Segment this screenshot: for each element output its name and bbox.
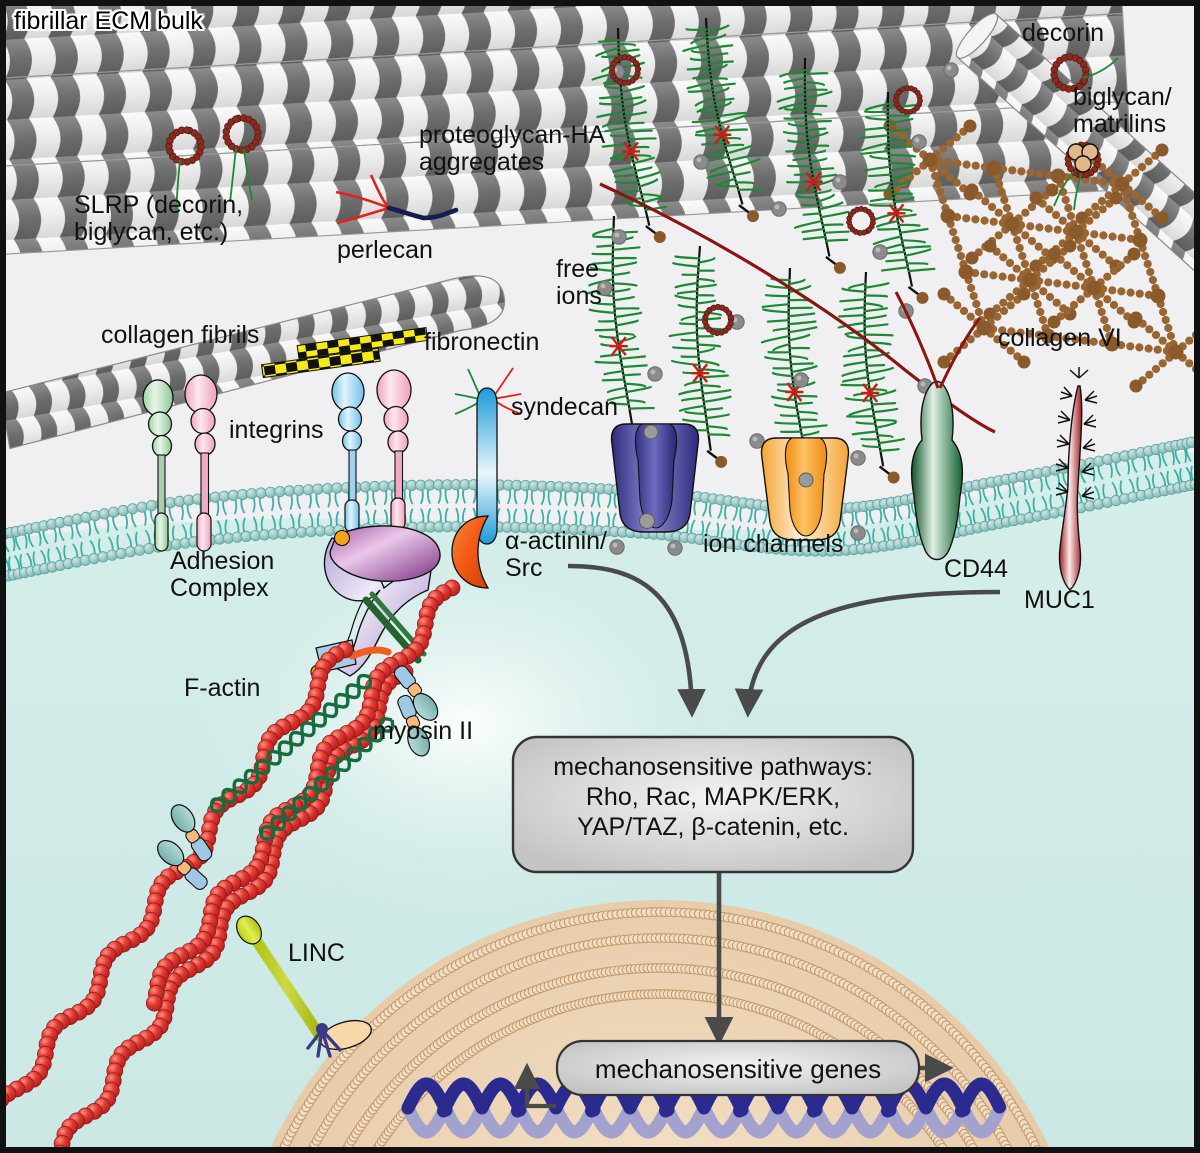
label-collagen-vi: collagen VI [998,325,1122,352]
label-ion-channels: ion channels [703,531,843,558]
label-proteoglycan-ha: proteoglycan-HAaggregates [419,122,605,176]
label-free-ions: freeions [556,256,602,310]
genes-box-text: mechanosensitive genes [557,1054,919,1085]
label-linc: LINC [288,940,345,967]
label-myosin-ii: myosin II [373,718,473,745]
label-muc1: MUC1 [1024,587,1095,614]
label-biglycan-matrilins: biglycan/matrilins [1073,84,1172,138]
label-adhesion-complex: AdhesionComplex [170,548,274,602]
label-integrins: integrins [229,417,324,444]
ion-channel-purple [612,424,699,532]
ion-channel-orange [762,438,849,540]
label-collagen-fibrils: collagen fibrils [101,322,259,349]
label-slrp: SLRP (decorin,biglycan, etc.) [74,192,243,246]
label-syndecan: syndecan [511,394,618,421]
label-decorin: decorin [1022,20,1104,47]
label-f-actin: F-actin [184,675,260,702]
label-cd44: CD44 [944,556,1008,583]
label-alpha-actinin-src: α-actinin/Src [505,528,607,582]
pathways-box-text: mechanosensitive pathways:Rho, Rac, MAPK… [513,752,913,842]
label-fibrillar-ecm-bulk: fibrillar ECM bulk [14,8,203,35]
label-perlecan: perlecan [337,237,433,264]
label-fibronectin: fibronectin [424,329,539,356]
